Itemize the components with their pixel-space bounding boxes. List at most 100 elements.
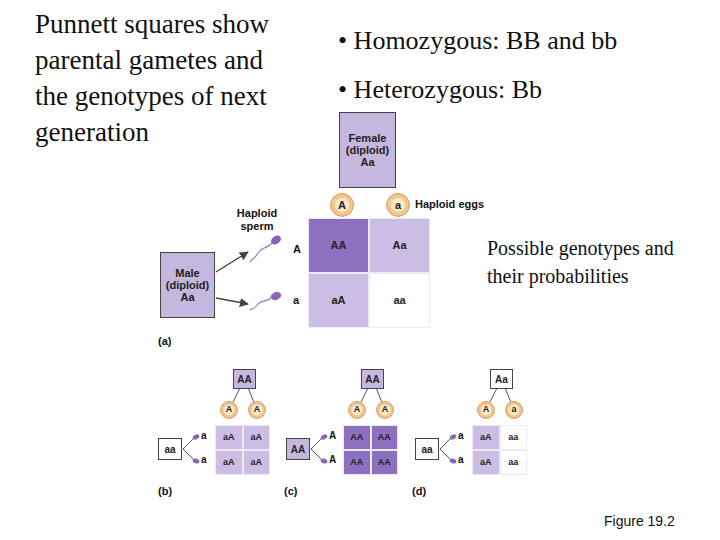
egg-membrane (377, 402, 394, 419)
sperm-head (192, 433, 200, 440)
parent-genotype-box: AA (233, 369, 256, 389)
punnett-cell: aA (472, 450, 500, 475)
punnett-cell: aa (369, 273, 430, 328)
gamete-line (377, 389, 382, 402)
sperm-head (320, 433, 328, 440)
parent-genotype-box: AA (361, 369, 384, 389)
egg-allele: A (338, 199, 346, 211)
cell-genotype: aA (480, 433, 492, 443)
egg-nucleus (380, 405, 391, 416)
cell-genotype: AA (331, 239, 347, 251)
sperm-allele: A (329, 454, 339, 466)
small-sperm-pair (440, 433, 457, 464)
punnett-cell: aa (500, 450, 528, 475)
sperm-head (192, 458, 200, 465)
egg-nucleus (352, 405, 363, 416)
sperm-head (320, 458, 328, 465)
sperm-allele: a (458, 430, 468, 442)
cell-genotype: aA (331, 294, 345, 306)
genotype-text: AA (291, 444, 305, 455)
egg-cell: A (220, 401, 238, 419)
egg-cell: A (348, 401, 366, 419)
egg-cell: a (505, 401, 523, 419)
genotype-text: aa (164, 444, 175, 455)
egg-membrane (249, 402, 266, 419)
sperm-allele: A (329, 430, 339, 442)
egg-membrane (349, 402, 366, 419)
punnett-cell: AA (343, 450, 371, 475)
gamete-line (506, 389, 511, 402)
cell-genotype: AA (350, 433, 363, 443)
punnett-cell: aA (308, 273, 369, 328)
genotype-text: AA (365, 374, 379, 385)
sperm-head (449, 458, 457, 465)
panel-letter: (c) (284, 485, 314, 498)
gamete-label: Haploid sperm (230, 207, 284, 232)
egg-cell: a (386, 193, 410, 217)
sperm-head (270, 234, 282, 245)
sperm-allele: a (458, 454, 468, 466)
egg-nucleus (252, 405, 263, 416)
male-parent-box: Male (diploid) Aa (160, 252, 215, 318)
gamete-arrow (216, 298, 248, 304)
sperm-arrows (216, 252, 248, 304)
egg-membrane (506, 402, 523, 419)
cell-genotype: AA (350, 458, 363, 468)
punnett-cell: aa (500, 425, 528, 450)
egg-allele: A (254, 405, 261, 415)
panel-letter: (a) (158, 335, 188, 348)
small-sperm-pair (311, 433, 328, 464)
cell-genotype: aa (508, 433, 518, 443)
sperm-tail (311, 439, 321, 459)
egg-allele: A (354, 405, 361, 415)
punnett-cell: AA (343, 425, 371, 450)
sperm-tail (183, 439, 193, 459)
egg-cell: A (376, 401, 394, 419)
small-sperm-pair (183, 433, 200, 464)
punnett-cell: AA (371, 425, 399, 450)
male-genotype-box: aa (415, 438, 439, 460)
egg-nucleus (224, 405, 235, 416)
cell-genotype: AA (378, 433, 391, 443)
panel-letter: (b) (158, 485, 188, 498)
cell-genotype: aA (223, 433, 235, 443)
gamete-line (233, 389, 239, 402)
egg-allele: a (395, 199, 401, 211)
genotype-text: AA (237, 374, 251, 385)
egg-nucleus (481, 405, 492, 416)
sperm-allele: A (293, 243, 305, 256)
slide-title: Punnett squares show parental gametes an… (35, 6, 280, 150)
panel-letter: (d) (412, 485, 442, 498)
sperm-tail (250, 243, 272, 262)
sperm-head (449, 433, 457, 440)
figure-caption: Figure 19.2 (604, 513, 714, 529)
egg-cell: A (330, 193, 354, 217)
male-genotype-box: AA (286, 438, 310, 460)
bullet-definition: • Heterozygous: Bb (338, 75, 720, 105)
cell-genotype: AA (378, 458, 391, 468)
cell-genotype: aA (223, 458, 235, 468)
sperm-tail (440, 439, 450, 459)
punnett-cell: aA (215, 425, 243, 450)
genotype-text: aa (421, 444, 432, 455)
punnett-cell: AA (371, 450, 399, 475)
egg-cell: A (248, 401, 266, 419)
sperm-head (270, 291, 282, 301)
sperm-tail (250, 298, 271, 310)
egg-allele: a (511, 405, 516, 415)
parent-genotype-box: Aa (490, 369, 513, 389)
sperm-allele: a (201, 430, 211, 442)
egg-membrane (221, 402, 238, 419)
egg-allele: A (382, 405, 389, 415)
genotype-text: Female (diploid) Aa (341, 132, 394, 168)
sperm-allele: a (293, 294, 305, 307)
cell-genotype: aA (480, 458, 492, 468)
egg-membrane (478, 402, 495, 419)
cell-genotype: aA (250, 433, 262, 443)
punnett-cell: Aa (369, 218, 430, 273)
punnett-cell: aA (215, 450, 243, 475)
cell-genotype: aa (508, 458, 518, 468)
egg-nucleus (509, 405, 520, 416)
